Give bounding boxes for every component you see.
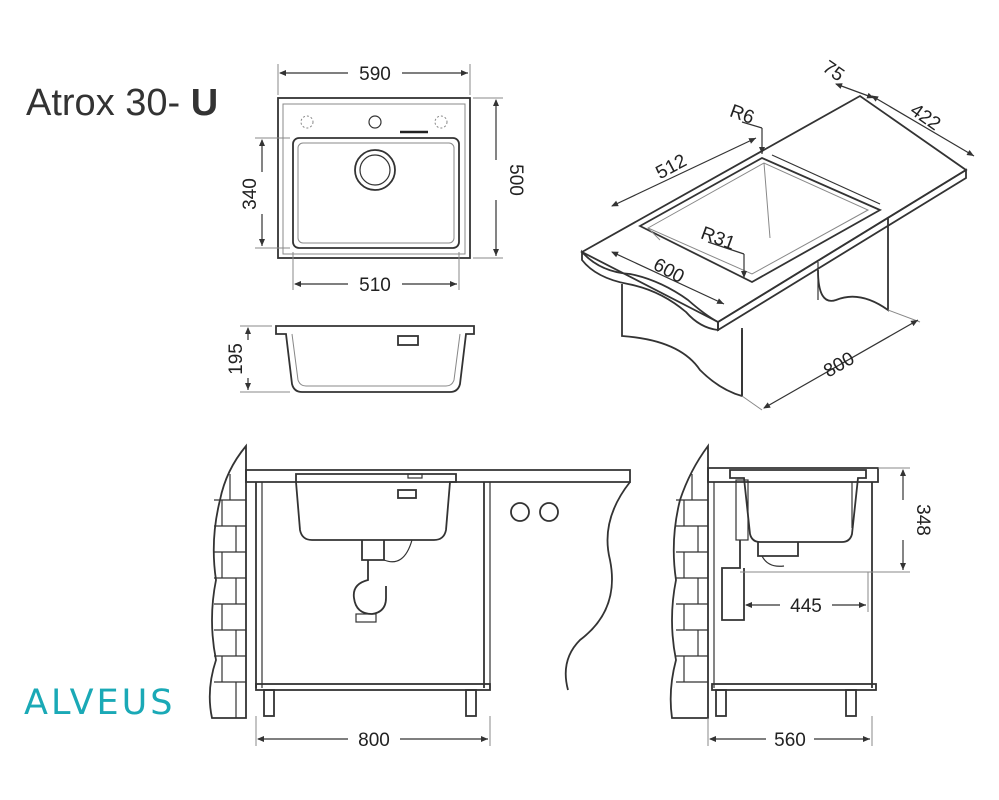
bowl-inner-top <box>297 142 455 244</box>
side-trap <box>721 540 745 621</box>
dim-side-cabinet-depth: 560 <box>774 730 806 751</box>
dim-iso-bowl-width: 512 <box>652 150 690 183</box>
side-worktop <box>707 467 879 483</box>
front-worktop <box>245 469 631 483</box>
tap-hole-optional-right <box>434 115 448 129</box>
overflow-section <box>397 335 419 346</box>
dim-side-drain: 445 <box>790 596 822 617</box>
dim-bowl-width: 510 <box>359 275 391 296</box>
cabinet-leg-left <box>263 689 275 717</box>
brick-pattern <box>214 474 246 718</box>
dim-bowl-depth: 340 <box>240 178 261 210</box>
bowl-outline-top <box>292 137 460 249</box>
dim-iso-front: 600 <box>650 254 688 287</box>
top-view: 590 500 340 510 <box>240 64 526 296</box>
tap-hole <box>368 115 382 129</box>
drain-trap <box>361 540 385 561</box>
dim-top-width: 590 <box>359 64 391 85</box>
wall-left <box>208 443 247 719</box>
dim-top-depth: 500 <box>505 164 526 196</box>
front-installation-view: 800 <box>208 443 631 751</box>
dim-bowl-height: 195 <box>226 343 247 375</box>
brick-pattern-side <box>676 474 708 683</box>
dim-iso-radius-inner: R31 <box>698 223 738 255</box>
model-name: Atrox 30- <box>26 82 181 124</box>
brand-logo: ALVEUS <box>24 683 176 723</box>
drain-inner <box>359 154 391 186</box>
drain-outer <box>354 149 396 191</box>
isometric-view: 75 422 R6 512 R31 600 800 <box>580 57 975 411</box>
model-title: Atrox 30- U <box>26 82 218 125</box>
dim-front-cabinet-width: 800 <box>358 730 390 751</box>
cabinet-base <box>255 683 491 691</box>
cabinet-front-panel <box>621 284 743 398</box>
model-suffix: U <box>190 82 219 124</box>
sink-outline-top <box>277 97 471 259</box>
dim-iso-back-edge: 75 <box>818 57 847 86</box>
side-installation-view: 348 445 560 <box>669 443 933 751</box>
socket-right <box>539 502 559 522</box>
worktop-front-edge <box>581 249 719 332</box>
sink-section <box>275 325 475 393</box>
cabinet-leg-right <box>465 689 477 717</box>
front-sink <box>295 473 457 541</box>
side-sink <box>729 469 867 543</box>
worktop-break-line <box>564 481 631 691</box>
section-view: 195 <box>226 325 475 393</box>
cabinet-side-panel <box>817 218 889 312</box>
socket-left <box>510 502 530 522</box>
sink-inner-rim <box>282 103 466 255</box>
overflow-pipe <box>735 479 749 541</box>
dim-iso-cabinet: 800 <box>820 348 858 382</box>
dim-side-height: 348 <box>912 504 933 536</box>
dim-iso-side: 422 <box>906 100 944 135</box>
wall-right <box>669 443 709 719</box>
tap-hole-optional-left <box>300 115 314 129</box>
